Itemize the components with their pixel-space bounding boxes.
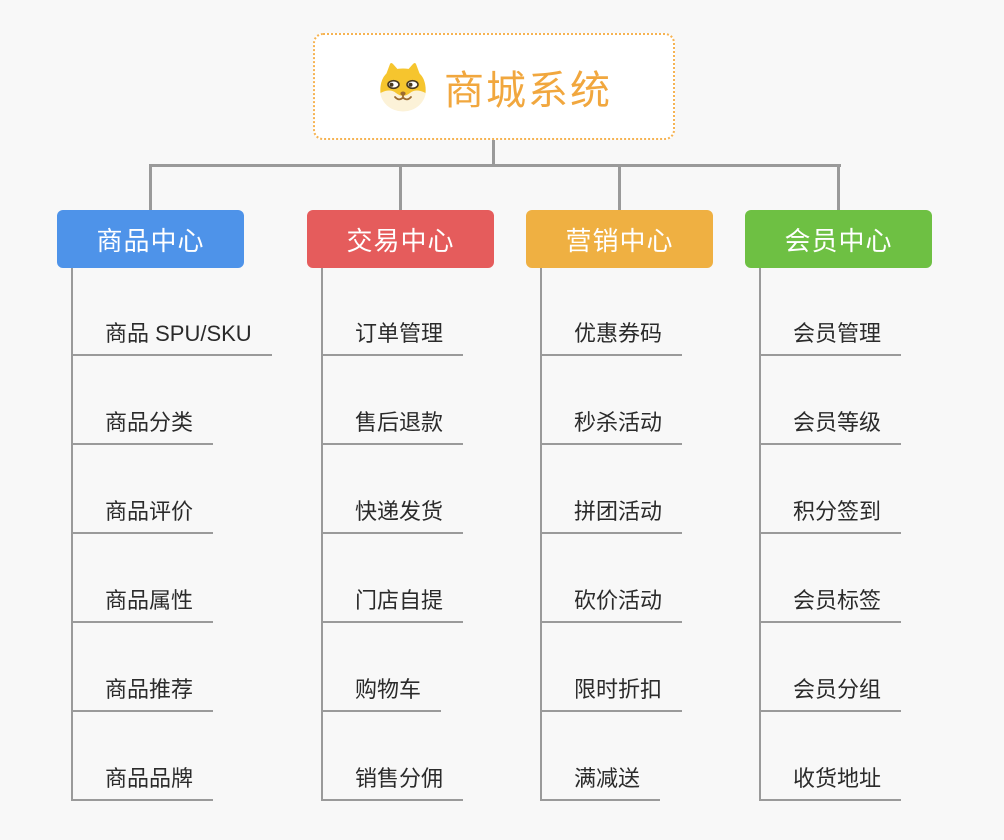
leaf-node-group-buy[interactable]: 拼团活动: [542, 499, 683, 534]
leaf-node-shopping-cart[interactable]: 购物车: [323, 677, 442, 712]
connector-drop-marketing: [618, 164, 621, 210]
leaf-node-bargain-activity[interactable]: 砍价活动: [542, 588, 683, 623]
leaf-node-member-group[interactable]: 会员分组: [761, 677, 902, 712]
leaf-node-product-attribute[interactable]: 商品属性: [73, 588, 214, 623]
branch-node-member-center[interactable]: 会员中心: [745, 210, 932, 268]
leaf-node-express-delivery[interactable]: 快递发货: [323, 499, 464, 534]
leaf-node-product-recommend[interactable]: 商品推荐: [73, 677, 214, 712]
leaf-node-member-management[interactable]: 会员管理: [761, 321, 902, 356]
connector-root-stem: [492, 140, 495, 167]
leaf-node-flash-sale[interactable]: 秒杀活动: [542, 410, 683, 445]
branch-label: 交易中心: [346, 225, 455, 256]
leaf-node-product-category[interactable]: 商品分类: [73, 410, 214, 445]
connector-drop-trade: [399, 164, 402, 210]
leaf-node-coupon-code[interactable]: 优惠券码: [542, 321, 683, 356]
root-node-mall-system[interactable]: 商城系统: [313, 33, 675, 140]
leaf-node-member-level[interactable]: 会员等级: [761, 410, 902, 445]
leaf-node-after-sale-refund[interactable]: 售后退款: [323, 410, 464, 445]
branch-label: 商品中心: [96, 225, 205, 256]
branch-node-trade-center[interactable]: 交易中心: [307, 210, 494, 268]
leaf-node-full-reduction[interactable]: 满减送: [542, 766, 661, 801]
leaf-node-member-tag[interactable]: 会员标签: [761, 588, 902, 623]
leaf-node-sales-commission[interactable]: 销售分佣: [323, 766, 464, 801]
connector-drop-member: [837, 164, 840, 210]
branch-node-product-center[interactable]: 商品中心: [57, 210, 244, 268]
connector-rail: [149, 164, 841, 167]
branch-label: 会员中心: [784, 225, 893, 256]
branch-children-product: 商品 SPU/SKU 商品分类 商品评价 商品属性 商品推荐 商品品牌: [71, 268, 272, 801]
leaf-node-order-management[interactable]: 订单管理: [323, 321, 464, 356]
branch-label: 营销中心: [565, 225, 674, 256]
root-title: 商城系统: [444, 68, 612, 113]
branch-node-marketing-center[interactable]: 营销中心: [526, 210, 713, 268]
branch-children-trade: 订单管理 售后退款 快递发货 门店自提 购物车 销售分佣: [321, 268, 464, 801]
leaf-node-store-pickup[interactable]: 门店自提: [323, 588, 464, 623]
branch-children-member: 会员管理 会员等级 积分签到 会员标签 会员分组 收货地址: [759, 268, 902, 801]
connector-drop-product: [149, 164, 152, 210]
leaf-node-product-spu-sku[interactable]: 商品 SPU/SKU: [73, 321, 272, 356]
leaf-node-product-brand[interactable]: 商品品牌: [73, 766, 214, 801]
branch-children-marketing: 优惠券码 秒杀活动 拼团活动 砍价活动 限时折扣 满减送: [540, 268, 683, 801]
leaf-node-time-limited-discount[interactable]: 限时折扣: [542, 677, 683, 712]
leaf-node-product-review[interactable]: 商品评价: [73, 499, 214, 534]
leaf-node-points-checkin[interactable]: 积分签到: [761, 499, 902, 534]
shiba-dog-icon: [380, 62, 426, 111]
leaf-node-shipping-address[interactable]: 收货地址: [761, 766, 902, 801]
